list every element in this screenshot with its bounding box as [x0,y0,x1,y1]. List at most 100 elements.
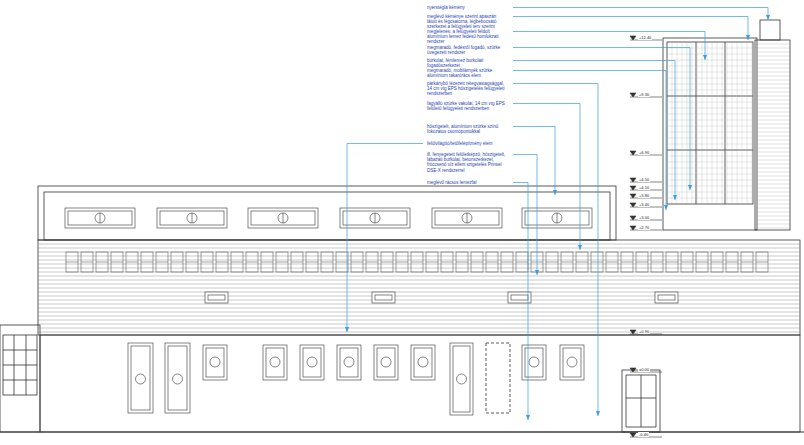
level-value: +3.40 [638,202,650,207]
brick-course [755,184,790,185]
brick-course [755,156,790,157]
louvre-panel [261,252,273,272]
window-circle-line [375,213,376,223]
siding-line [38,308,800,309]
louvre-rail [501,262,513,263]
louvre-panel [276,252,288,272]
window [337,345,361,380]
leader-arrow [578,245,582,250]
window [165,343,190,413]
siding-line [38,324,800,325]
leader-line [513,71,666,211]
siding-line [38,248,800,249]
window [522,345,546,380]
glass-transom [667,90,753,91]
leader-arrow [688,185,692,190]
window-circle [462,213,472,223]
siding-line [38,264,800,265]
window-frame [414,348,432,377]
brick-course [755,116,790,117]
brick-course [755,108,790,109]
glass-transom [667,156,753,157]
glass-transom [667,54,753,55]
window-circle [567,357,577,367]
louvre-panel [66,252,78,272]
brick-course [755,60,790,61]
brick-course [755,132,790,133]
louvre-panel [741,252,753,272]
glass-transom [667,150,753,151]
brick-course [755,56,790,57]
glass-transom [667,120,753,121]
louvre-rail [66,262,78,263]
louvre-panel [651,252,663,272]
window-frame [511,295,528,300]
louvre-rail [231,262,243,263]
clerestory-window [432,208,502,228]
louvre-panel [306,252,318,272]
siding-line [38,276,800,277]
glass-transom [667,174,753,175]
brick-course [755,52,790,53]
brick-course [755,48,790,49]
level-marker [630,368,636,372]
window-frame [375,295,392,300]
window-frame [303,348,321,377]
level-value: +6.90 [638,150,650,155]
window-frame [68,211,132,225]
brick-course [755,192,790,193]
level-value: +12.40 [638,35,652,40]
louvre-rail [111,262,123,263]
louvre-panel [711,252,723,272]
window-frame [377,348,395,377]
louvre-rail [246,262,258,263]
siding-line [38,332,800,333]
leader-line [513,32,705,61]
glass-mullion [722,42,723,204]
louvre-panel [726,252,738,272]
level-marker [630,203,636,207]
small-window [508,292,531,303]
glass-mullion [682,42,683,204]
glass-transom [667,198,753,199]
glass-mullion [727,42,728,204]
window-frame [206,348,224,377]
brick-course [755,164,790,165]
window-circle [457,374,467,384]
siding-line [38,300,800,301]
level-value: ±0.00 [638,367,650,372]
glass-mullion [737,42,738,204]
brick-course [755,188,790,189]
brick-course [755,84,790,85]
siding-line [38,296,800,297]
window-frame [343,211,407,225]
leader-line [513,104,580,251]
louvre-panel [636,252,648,272]
window-frame [168,346,187,410]
louvre-rail [321,262,333,263]
level-value: +0.90 [638,329,650,334]
louvre-rail [756,262,768,263]
louvre-rail [336,262,348,263]
window-circle-line [100,213,101,223]
window-circle [529,357,539,367]
brick-course [755,96,790,97]
louvre-rail [306,262,318,263]
window-circle [370,213,380,223]
brick-course [755,216,790,217]
glass-transom [667,114,753,115]
brick-course [755,44,790,45]
louvre-rail [636,262,648,263]
siding-line [38,256,800,257]
level-marker [630,216,636,220]
level-value: +2.70 [638,225,650,230]
leader-line [513,17,748,41]
callout-note: hőszigetelt, alumínium szürke színű foko… [427,124,507,134]
glass-mullion [752,42,753,204]
louvre-rail [681,262,693,263]
brick-course [755,148,790,149]
leader-arrow [746,35,750,40]
window [300,345,324,380]
louvre-panel [546,252,558,272]
